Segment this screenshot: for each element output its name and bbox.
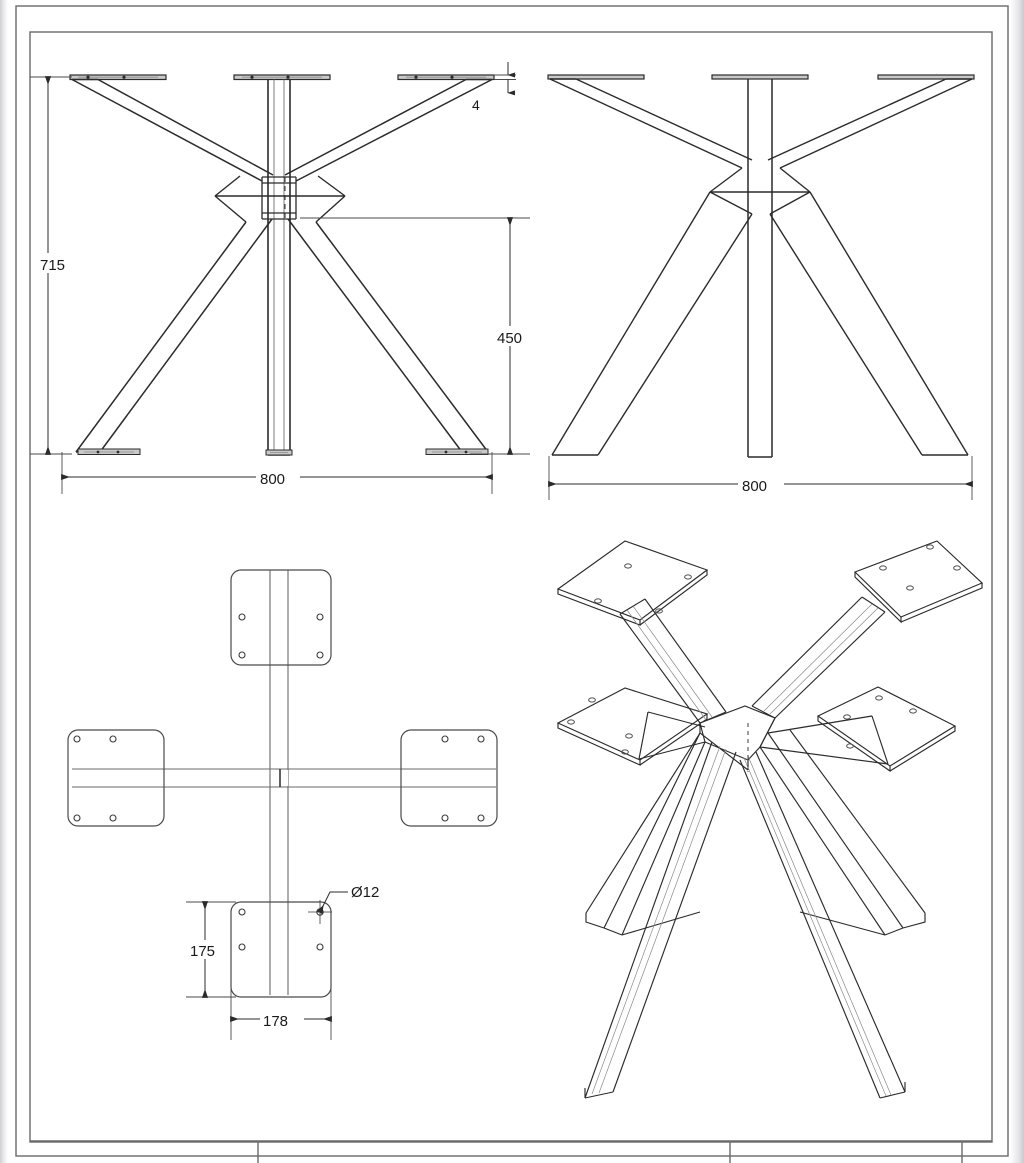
front-lower-legs <box>551 191 969 456</box>
iso-plate-top-right <box>853 540 984 624</box>
dim-label-178: 178 <box>263 1013 288 1030</box>
dim-label-175: 175 <box>190 943 215 960</box>
dim-label-715: 715 <box>40 257 65 274</box>
title-block-frame <box>30 1140 992 1163</box>
dim-label-800-right: 800 <box>742 478 767 495</box>
front-center-column <box>747 79 773 458</box>
dim-label-4: 4 <box>472 97 480 113</box>
iso-upper-struts <box>619 596 886 724</box>
front-upper-arms <box>549 78 973 169</box>
dim-label-800-left: 800 <box>260 471 285 488</box>
sheet-frame <box>15 5 1009 1157</box>
iso-leg-lower-left-outer <box>585 732 706 936</box>
dim-dia-12: Ø12 <box>316 884 379 915</box>
view-front-elevation: 800 <box>547 74 975 500</box>
paper-edge-left <box>0 0 8 1163</box>
dim-175: 175 <box>186 901 236 998</box>
foot-pads <box>77 448 489 455</box>
dim-800-right: 800 <box>548 456 973 500</box>
top-plates-edge <box>69 74 495 81</box>
plan-plate-left <box>67 729 165 827</box>
plan-plate-top <box>230 569 332 666</box>
dim-label-dia12: Ø12 <box>351 884 379 901</box>
lower-legs <box>75 218 489 453</box>
view-side-elevation: 715 450 800 <box>30 62 536 494</box>
dim-715: 715 <box>30 76 74 455</box>
front-top-plates <box>547 74 975 80</box>
iso-plate-top-left <box>556 540 709 626</box>
dim-4: 4 <box>472 62 516 113</box>
view-isometric <box>556 540 984 1099</box>
front-node-plate <box>709 167 811 215</box>
plan-plate-right <box>400 729 498 827</box>
drawing-sheet <box>8 0 1010 1163</box>
view-plan: Ø12 175 178 <box>67 569 498 1040</box>
iso-plate-mid-left <box>556 687 709 766</box>
center-joint-collars <box>261 176 297 220</box>
node-plate <box>214 175 346 223</box>
center-column <box>267 79 291 456</box>
dim-178: 178 <box>230 970 332 1040</box>
iso-plate-mid-right <box>816 686 957 773</box>
dim-label-450: 450 <box>497 330 522 347</box>
paper-edge-right <box>1010 0 1024 1163</box>
iso-leg-lower-right-outer <box>759 729 926 936</box>
column-foot-pad <box>265 449 293 456</box>
iso-leg-lower-right-inner <box>739 751 906 1099</box>
dim-450: 450 <box>300 217 536 455</box>
center-column-inner <box>273 79 285 452</box>
dim-800-left: 800 <box>61 452 493 494</box>
plan-plate-bottom <box>230 900 332 998</box>
upper-arms <box>71 78 493 182</box>
iso-leg-lower-left-inner <box>584 741 737 1099</box>
